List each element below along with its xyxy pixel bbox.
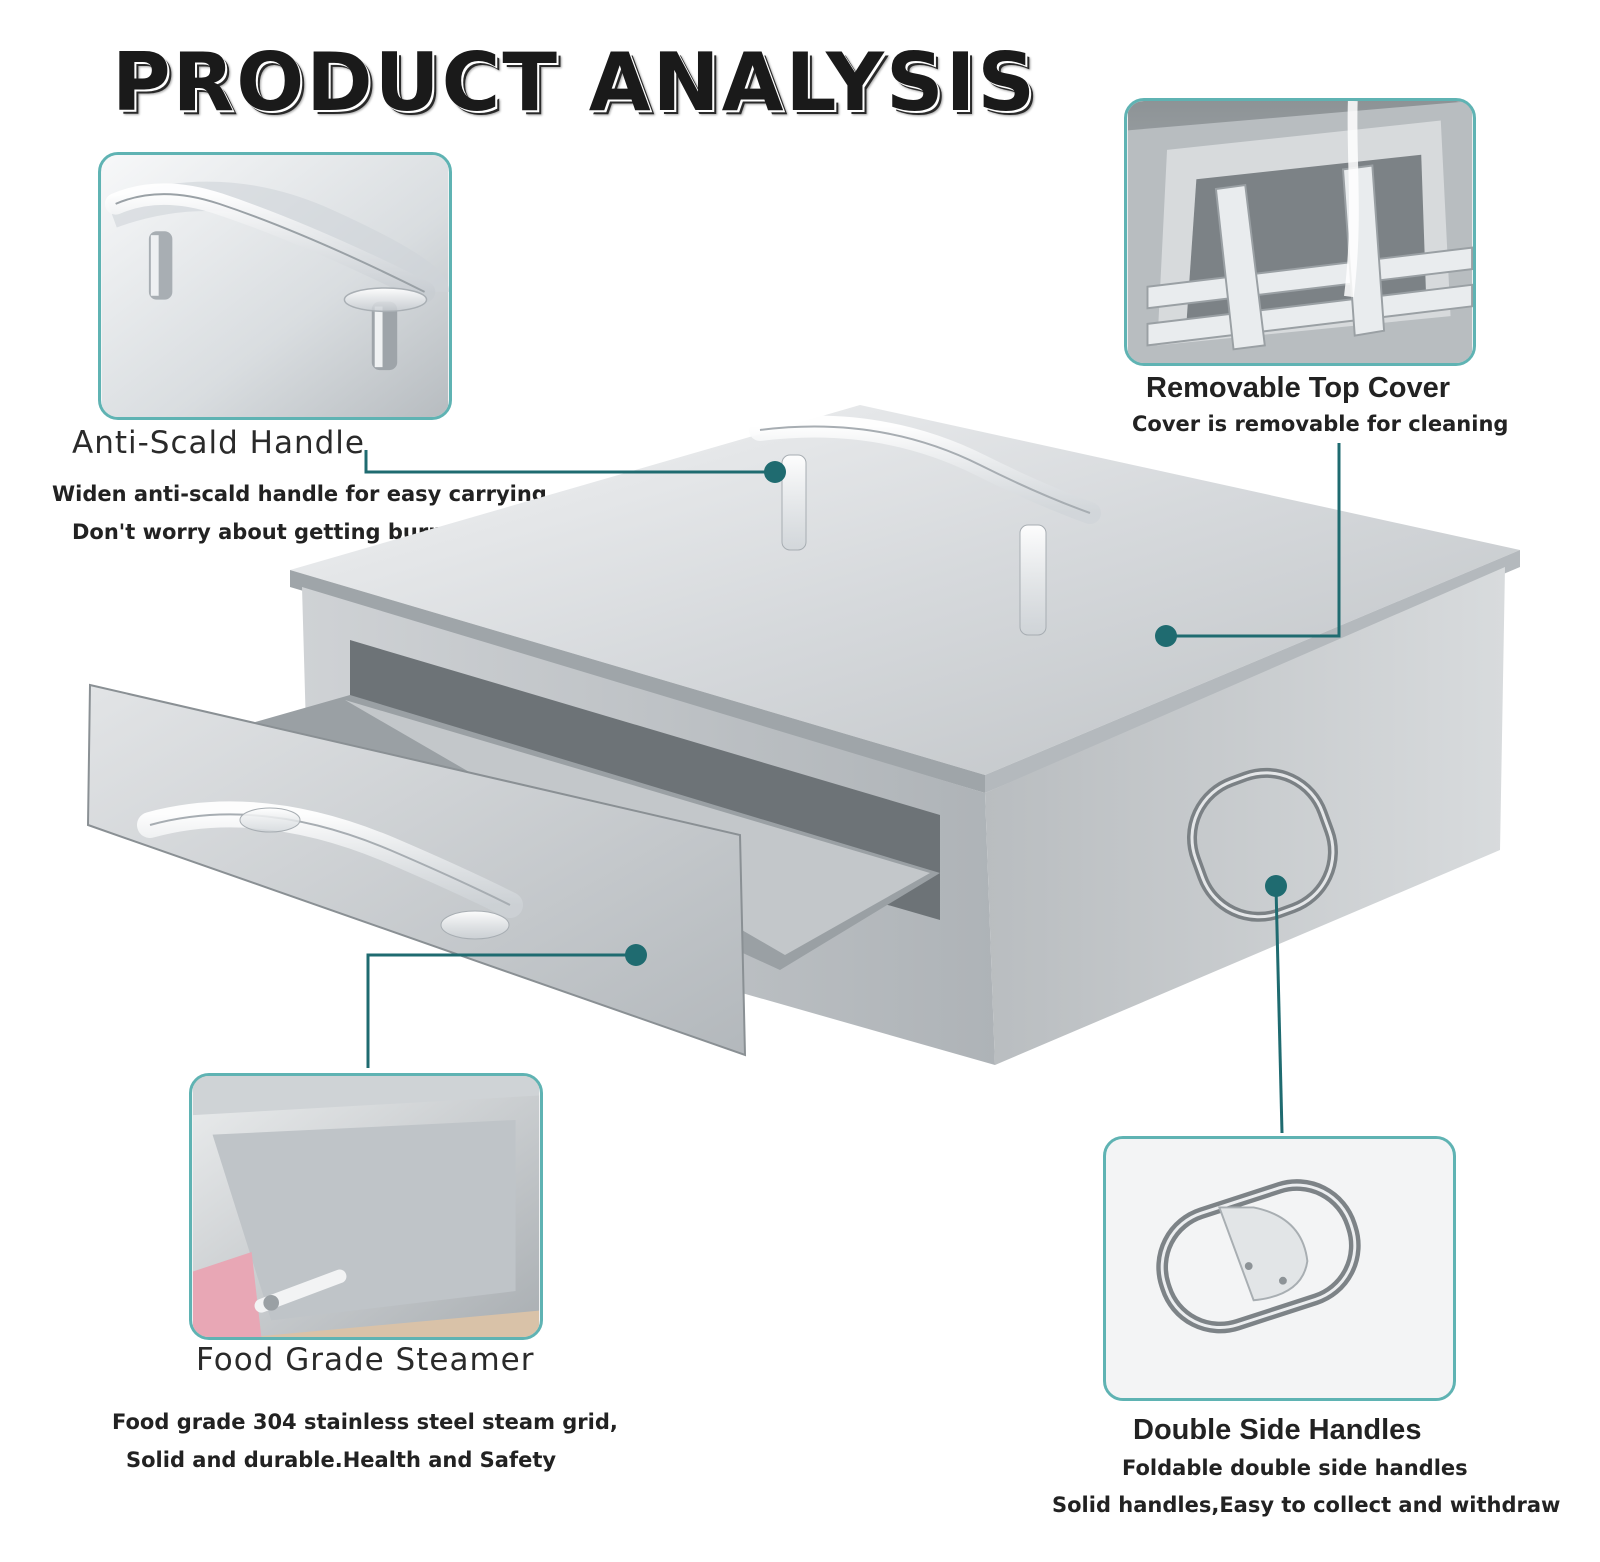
double-side-handles-title: Double Side Handles	[1133, 1414, 1422, 1446]
side-handle-illustration	[1187, 767, 1338, 922]
anti-scald-handle-desc-1: Widen anti-scald handle for easy carryin…	[52, 482, 555, 506]
anti-scald-handle-title: Anti-Scald Handle	[72, 425, 365, 461]
steamer-box-illustration	[86, 405, 1520, 1065]
double-side-handles-photo	[1103, 1136, 1456, 1401]
page-title: PRODUCT ANALYSIS	[112, 36, 1037, 129]
double-side-handles-desc-2: Solid handles,Easy to collect and withdr…	[1052, 1493, 1561, 1517]
removable-top-cover-title: Removable Top Cover	[1146, 372, 1451, 404]
wire-handle-illustration	[1106, 1139, 1453, 1398]
steam-tray-illustration	[192, 1076, 540, 1337]
food-grade-steamer-desc-1: Food grade 304 stainless steel steam gri…	[112, 1410, 618, 1434]
removable-top-cover-photo	[1124, 98, 1476, 366]
removable-top-cover-desc: Cover is removable for cleaning	[1132, 412, 1509, 436]
anti-scald-handle-photo	[98, 152, 452, 420]
food-grade-steamer-title: Food Grade Steamer	[196, 1342, 535, 1378]
food-grade-steamer-desc-2: Solid and durable.Health and Safety	[126, 1448, 557, 1472]
handle-closeup-illustration	[101, 155, 449, 417]
food-grade-steamer-photo	[189, 1073, 543, 1340]
double-side-handles-desc-1: Foldable double side handles	[1122, 1456, 1468, 1480]
cover-grid-illustration	[1127, 101, 1473, 363]
